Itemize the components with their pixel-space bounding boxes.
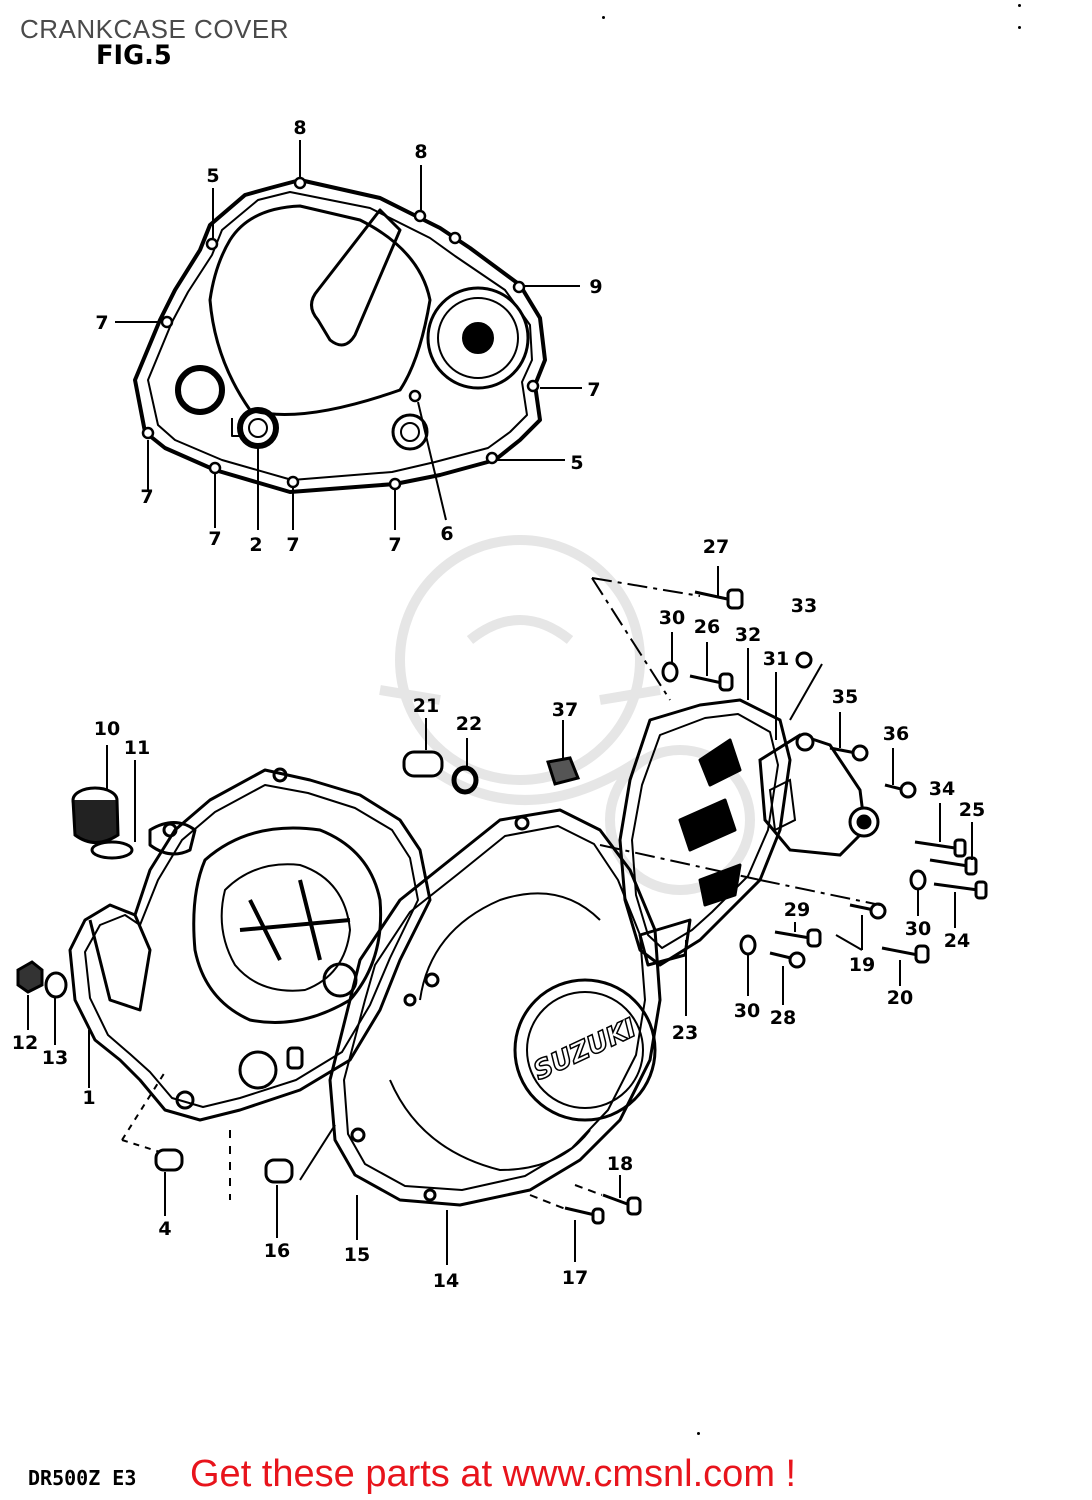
- callout-33: 33: [791, 595, 817, 617]
- callout-24: 24: [944, 930, 970, 952]
- clutch-cover-gasket: [133, 176, 547, 494]
- callout-10: 10: [94, 718, 120, 740]
- drain-bolt: [16, 960, 68, 999]
- scan-speck: [1018, 26, 1021, 29]
- callout-7c: 7: [140, 486, 153, 508]
- callout-14: 14: [433, 1270, 459, 1292]
- callout-35: 35: [832, 686, 858, 708]
- callout-9: 9: [589, 276, 602, 298]
- dowel-pin-4: [154, 1148, 184, 1172]
- callout-30b: 30: [905, 918, 931, 940]
- generator-cover: [328, 808, 662, 1207]
- callout-17: 17: [562, 1267, 588, 1289]
- callout-4: 4: [158, 1218, 171, 1240]
- callout-5b: 5: [570, 452, 583, 474]
- callout-labels: 8 8 5 9 7 7 5 7 6 7 2 7 7 27 33 30 26 32…: [12, 117, 985, 1292]
- callout-22: 22: [456, 713, 482, 735]
- callout-7f: 7: [388, 534, 401, 556]
- callout-13: 13: [42, 1047, 68, 1069]
- callout-36: 36: [883, 723, 909, 745]
- callout-27: 27: [703, 536, 729, 558]
- sprocket-cover: [618, 698, 792, 967]
- plug-21: [402, 750, 444, 778]
- callout-16: 16: [264, 1240, 290, 1262]
- model-code: DR500Z E3: [28, 1466, 137, 1490]
- callout-30a: 30: [659, 607, 685, 629]
- callout-29: 29: [784, 899, 810, 921]
- callout-7e: 7: [286, 534, 299, 556]
- figure-label: FIG.5: [96, 40, 172, 71]
- callout-34: 34: [929, 778, 955, 800]
- leader-lines-bottom: [27, 566, 973, 1265]
- callout-20: 20: [887, 987, 913, 1009]
- callout-28: 28: [770, 1007, 796, 1029]
- clutch-cover: [68, 767, 432, 1122]
- callout-21: 21: [413, 695, 439, 717]
- bolt-set: [564, 588, 988, 1225]
- cap-37: [546, 756, 581, 786]
- washer-22: [451, 765, 479, 795]
- callout-37: 37: [552, 699, 578, 721]
- scan-speck: [1018, 4, 1021, 7]
- callout-12: 12: [12, 1032, 38, 1054]
- callout-26: 26: [694, 616, 720, 638]
- callout-6: 6: [440, 523, 453, 545]
- dowel-pin-16: [264, 1158, 294, 1184]
- oil-filler-cap: [71, 786, 134, 860]
- watermark-logo: [379, 535, 755, 895]
- callout-25: 25: [959, 799, 985, 821]
- promo-link[interactable]: Get these parts at www.cmsnl.com !: [190, 1453, 797, 1495]
- callout-23: 23: [672, 1022, 698, 1044]
- callout-7d: 7: [208, 528, 221, 550]
- callout-2: 2: [249, 534, 262, 556]
- callout-31: 31: [763, 648, 789, 670]
- leader-lines-top: [115, 140, 582, 530]
- page-title: CRANKCASE COVER: [20, 14, 289, 44]
- callout-30c: 30: [734, 1000, 760, 1022]
- callout-1: 1: [82, 1087, 95, 1109]
- callout-8b: 8: [414, 141, 427, 163]
- scan-speck: [697, 1432, 700, 1435]
- callout-7b: 7: [587, 379, 600, 401]
- scan-speck: [602, 16, 605, 19]
- callout-11: 11: [124, 737, 150, 759]
- callout-18: 18: [607, 1153, 633, 1175]
- callout-32: 32: [735, 624, 761, 646]
- callout-8a: 8: [293, 117, 306, 139]
- callout-5a: 5: [206, 165, 219, 187]
- callout-19: 19: [849, 954, 875, 976]
- callout-15: 15: [344, 1244, 370, 1266]
- callout-7a: 7: [95, 312, 108, 334]
- clutch-release-bracket: [758, 732, 880, 857]
